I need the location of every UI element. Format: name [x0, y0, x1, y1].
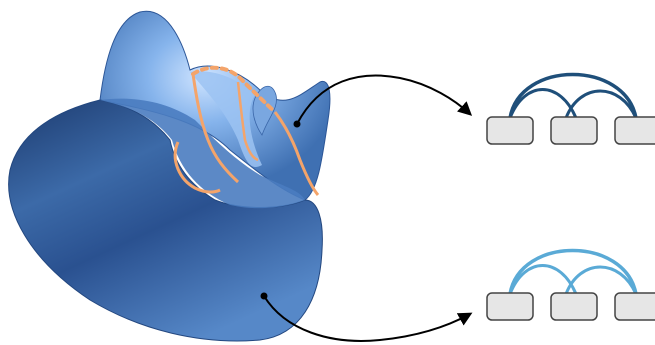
lower-arc-long	[508, 248, 638, 295]
orange-curve-mid	[236, 81, 259, 162]
upper-arc-long	[508, 72, 638, 119]
lower-box-2	[550, 292, 598, 321]
surface-front-body	[8, 99, 323, 342]
arrow-to-lower-graph	[263, 295, 473, 342]
saddle-surface-icon	[8, 10, 331, 342]
upper-box-2	[550, 116, 598, 145]
orange-curve-left	[173, 141, 221, 194]
lower-box-1	[486, 292, 534, 321]
surface-front-lip	[100, 98, 305, 209]
orange-curve-right	[273, 111, 320, 196]
lower-arc-right	[564, 265, 638, 295]
surface-back-sheet	[99, 10, 331, 201]
surface-inner-fold	[190, 71, 262, 168]
lower-graph	[486, 248, 655, 321]
lower-box-3	[614, 292, 655, 321]
upper-box-3	[614, 116, 655, 145]
orange-curve-upper	[191, 73, 240, 184]
upper-box-1	[486, 116, 534, 145]
upper-arc-right	[564, 89, 638, 119]
arrow-to-upper-graph	[296, 74, 473, 125]
upper-graph	[486, 72, 655, 145]
orange-curve-dashed	[191, 65, 277, 114]
